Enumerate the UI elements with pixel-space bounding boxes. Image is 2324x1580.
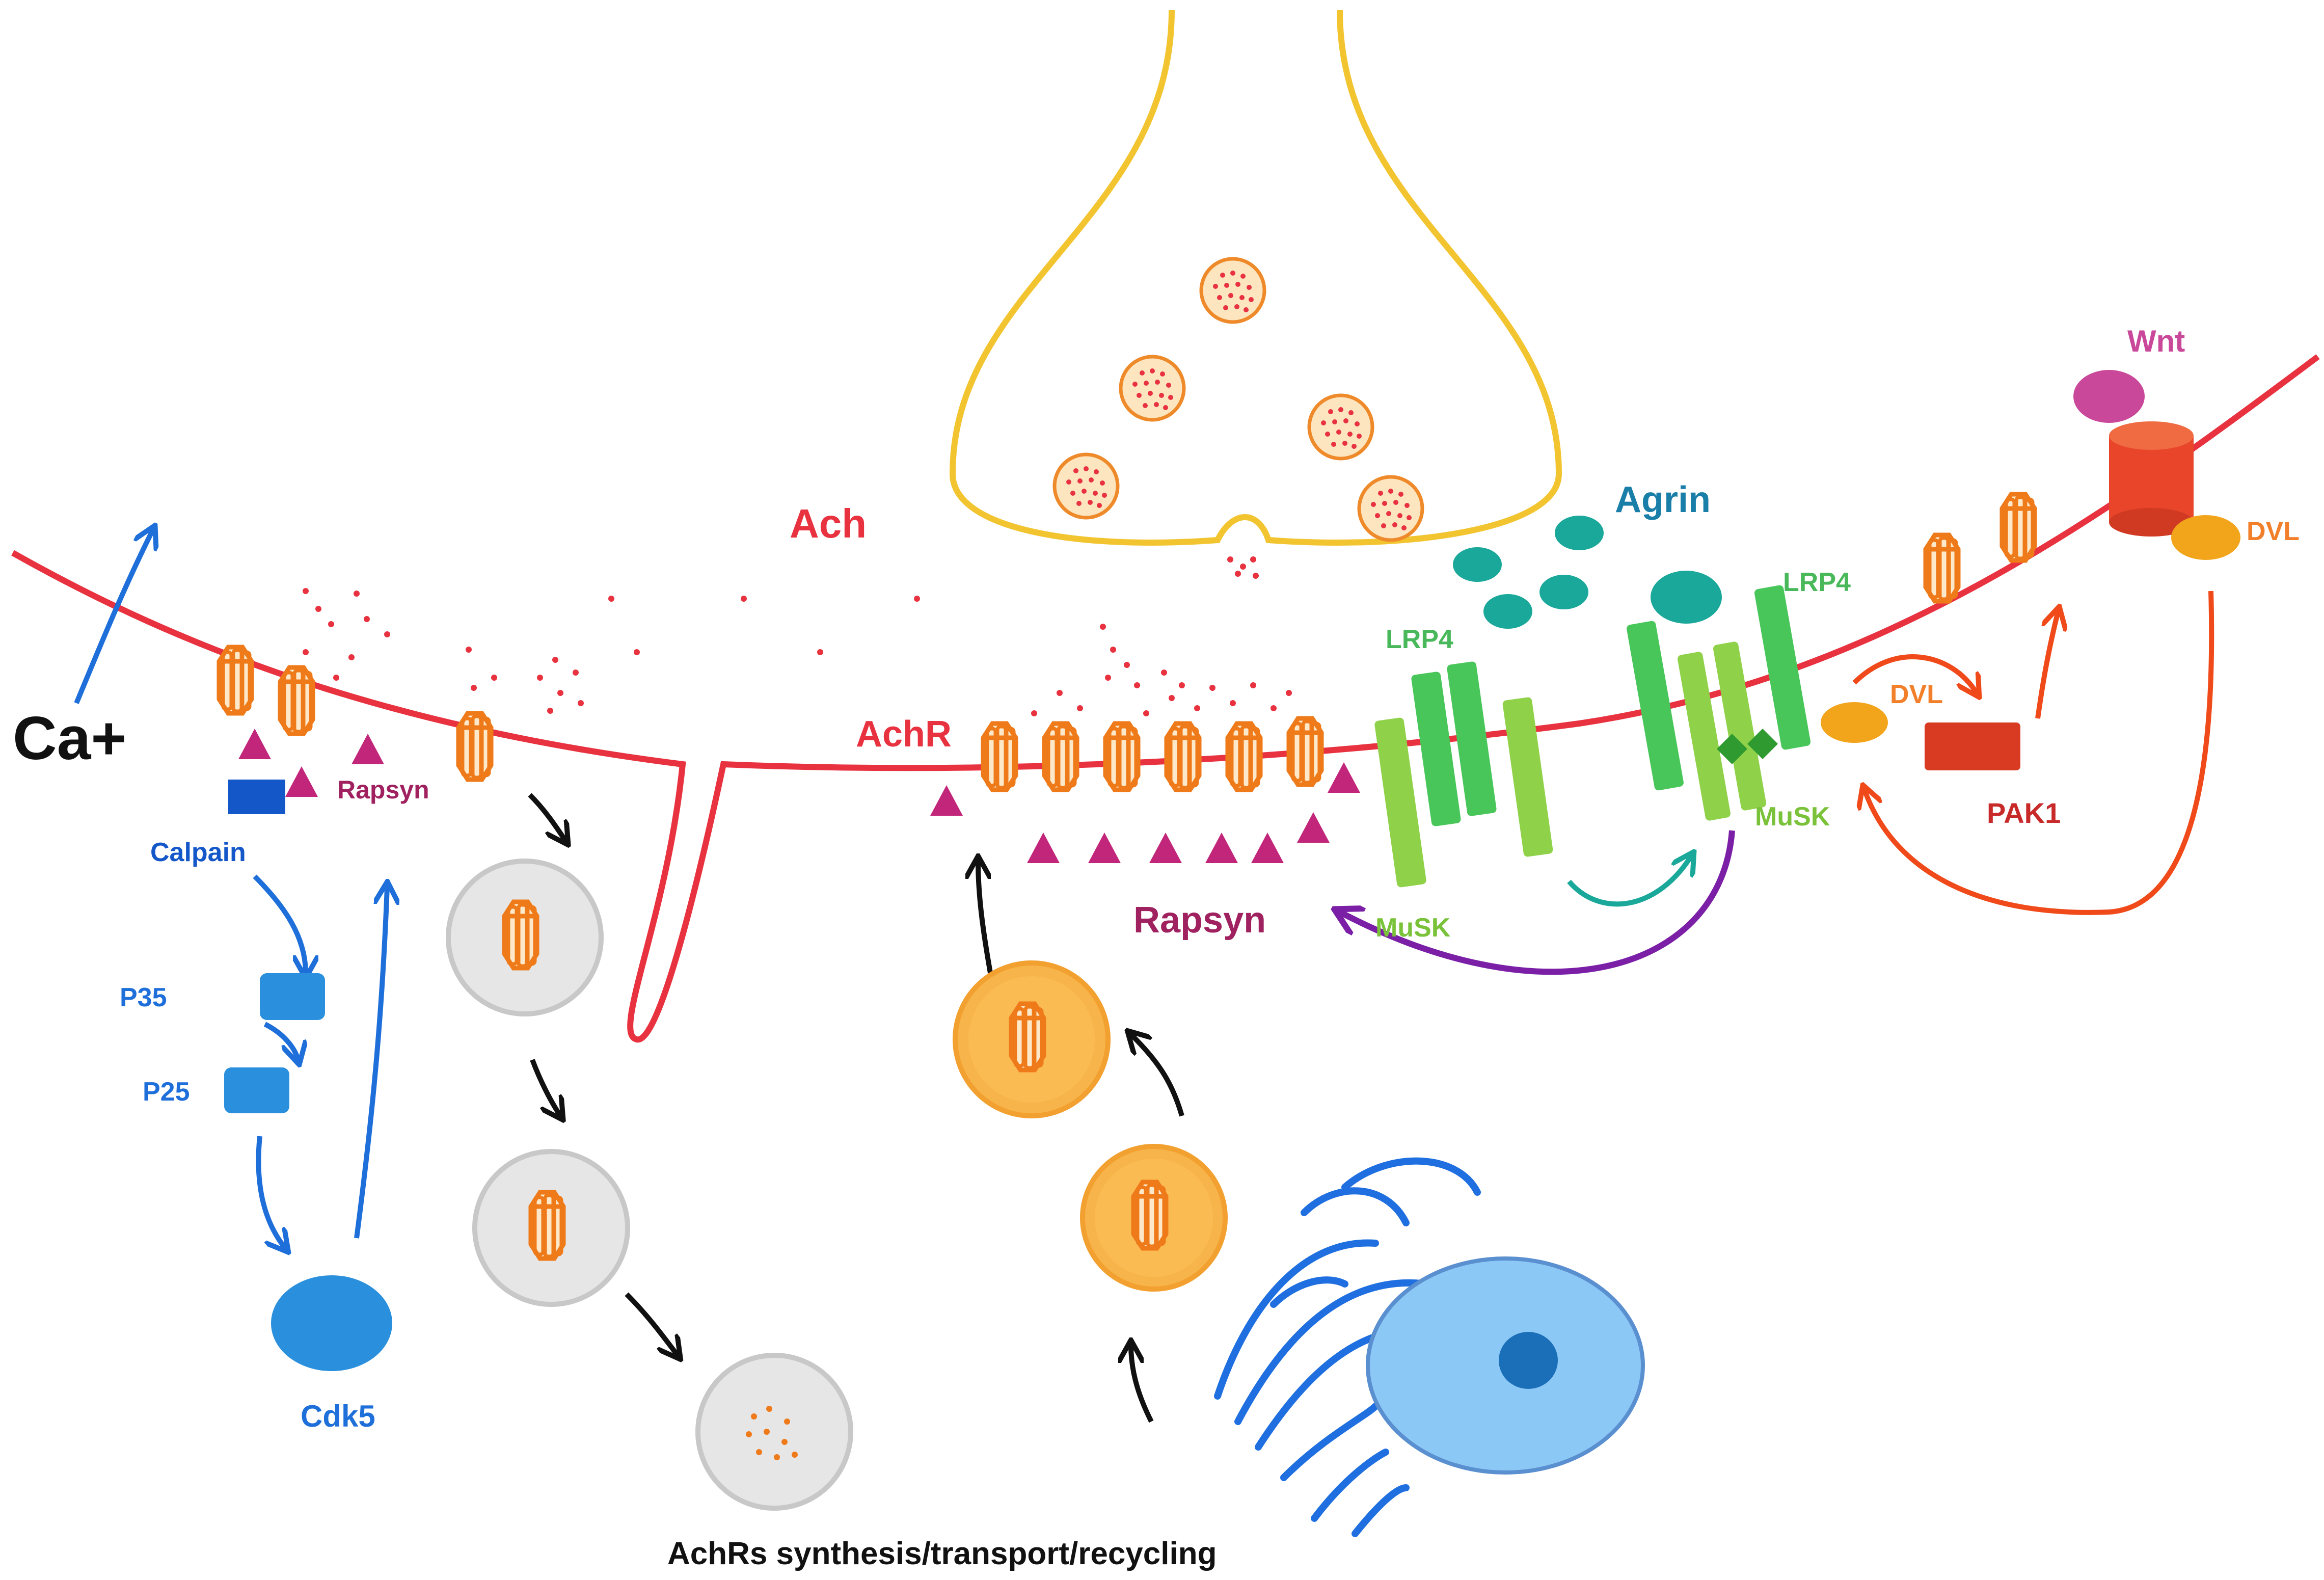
achr-channel [2002, 494, 2035, 560]
achr-channel [1167, 724, 1199, 790]
achr-channel [219, 647, 252, 713]
label-p35: P35 [120, 983, 167, 1012]
label-lrp4-left: LRP4 [1386, 625, 1453, 654]
label-ach: Ach [790, 501, 867, 546]
pak1-box [1925, 722, 2020, 770]
label-dvl-mid: DVL [1890, 680, 1943, 709]
rapsyn-triangle [1027, 833, 1060, 863]
p25-box [224, 1067, 289, 1113]
synaptic-vesicle [1055, 454, 1118, 518]
rapsyn-triangle [930, 785, 963, 816]
cdk5-oval [271, 1275, 392, 1371]
p35-box [260, 973, 325, 1020]
label-wnt: Wnt [2127, 324, 2185, 358]
rapsyn-triangle [1088, 833, 1121, 863]
label-cdk5: Cdk5 [301, 1399, 375, 1433]
endocytic-vesicle [446, 859, 604, 1016]
caption: AchRs synthesis/transport/recycling [667, 1536, 1217, 1571]
label-lrp4-right: LRP4 [1783, 568, 1851, 597]
acetylcholine-molecules [303, 556, 1292, 716]
dvl-oval [2171, 515, 2240, 560]
synaptic-vesicle [1201, 259, 1264, 322]
transport-vesicle [953, 960, 1111, 1118]
lrp4-musk-complex-left [1374, 661, 1553, 888]
label-rapsyn-center: Rapsyn [1133, 900, 1266, 941]
achr-channel [458, 713, 491, 780]
agrin-molecules [1453, 516, 1722, 629]
rapsyn-triangle [1328, 762, 1360, 793]
nucleolus [1499, 1332, 1558, 1389]
rapsyn-triangle [238, 729, 271, 759]
achr-channel [1044, 724, 1077, 790]
label-ca: Ca+ [13, 704, 126, 772]
rapsyn-triangle [1251, 833, 1284, 863]
label-achr: AchR [856, 714, 952, 755]
nerve-terminal [949, 10, 1562, 546]
cdk5-pathway-arrows [74, 530, 387, 1248]
achr-channel [280, 667, 313, 734]
label-calpain: Calpain [150, 838, 246, 867]
label-musk-left: MuSK [1375, 913, 1451, 943]
rapsyn-triangle [1297, 812, 1330, 843]
teal-activation-arrow [1567, 856, 1691, 907]
calpain-block [228, 780, 285, 814]
label-rapsyn-left: Rapsyn [337, 775, 429, 804]
achr-channel [1926, 535, 1958, 601]
wnt-pathway-arrows [1852, 591, 2214, 915]
lysosome-vesicle [695, 1353, 853, 1511]
rapsyn-triangle [1149, 833, 1182, 863]
synaptic-vesicle [1359, 477, 1422, 540]
transport-vesicle [1080, 1144, 1228, 1292]
label-p25: P25 [143, 1077, 190, 1107]
rapsyn-triangle [352, 734, 384, 764]
frizzled-receptor [2109, 421, 2194, 537]
achr-recycling-arrows [528, 793, 1184, 1423]
label-musk-right: MuSK [1755, 802, 1830, 832]
label-dvl-top: DVL [2247, 517, 2300, 546]
dvl-oval [1821, 702, 1888, 743]
label-pak1: PAK1 [1987, 797, 2061, 829]
purple-clustering-arrow [1340, 830, 1735, 975]
synaptic-vesicle [1121, 357, 1184, 420]
label-agrin: Agrin [1615, 479, 1711, 520]
achr-channel [1289, 718, 1321, 785]
lrp4-musk-complex-right [1627, 585, 1811, 821]
achr-channel [1105, 724, 1138, 790]
wnt-ligand [2073, 370, 2145, 423]
golgi-apparatus [1214, 1157, 1481, 1537]
rapsyn-triangle [285, 766, 318, 797]
rapsyn-triangle [1205, 833, 1238, 863]
synaptic-vesicle [1309, 395, 1372, 459]
achr-channel [983, 724, 1016, 790]
endocytic-vesicle [472, 1149, 630, 1307]
achr-channel [1228, 724, 1260, 790]
